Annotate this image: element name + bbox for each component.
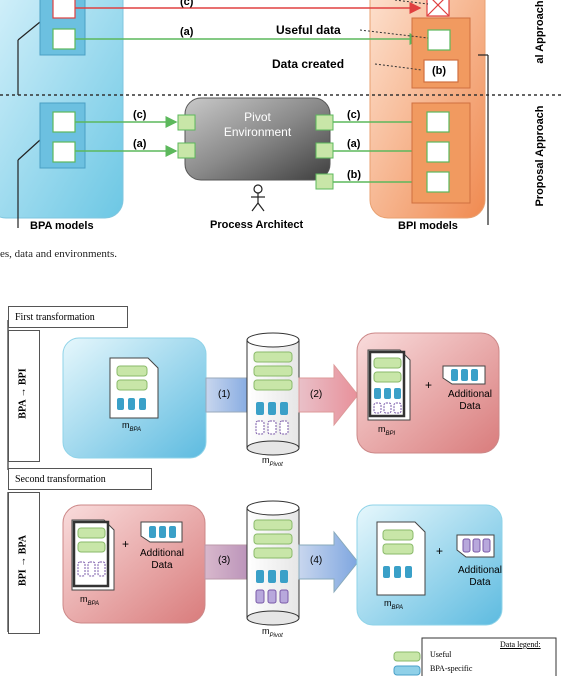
bpa-models-label: BPA models [30, 220, 94, 232]
label-c-top: (c) [180, 0, 194, 8]
bpa-to-bpi-label: BPA → BPI [17, 368, 29, 419]
step-2-label: (2) [310, 389, 323, 400]
label-b-right: (b) [347, 169, 362, 181]
step-1-label: (1) [218, 389, 231, 400]
step-3-label: (3) [218, 555, 231, 566]
process-architect-icon [251, 184, 265, 212]
proposal-approach-label: Proposal Approach [534, 105, 546, 207]
label-c-left: (c) [133, 109, 147, 121]
additional-data-label-1: Additional Data [448, 389, 492, 412]
legend-bpa-specific-label: BPA-specific [430, 664, 473, 673]
pivot-port-c-in [177, 114, 196, 131]
arrow-step-3 [204, 544, 254, 580]
additional-data-label-3: Additional Data [458, 565, 502, 588]
arrow-step-4 [298, 530, 359, 594]
first-transformation-tab: First transformation [8, 306, 128, 328]
legend-swatch-bpa-specific [393, 665, 421, 676]
label-a-right: (a) [347, 138, 361, 150]
bpi-created-box [423, 59, 459, 83]
legend-useful-label: Useful [430, 650, 452, 659]
pivot-port-a-in [177, 142, 196, 159]
label-a-left: (a) [133, 138, 147, 150]
m-bpa-label-3: mBPA [384, 598, 404, 611]
bpa-to-bpi-sidebar [8, 330, 40, 462]
bpi-crossed-box [426, 0, 450, 17]
bpi-box-b [426, 171, 450, 193]
second-transformation-tab: Second transformation [8, 468, 152, 490]
useful-data-label: Useful data [276, 23, 341, 37]
bpi-to-bpa-sidebar [8, 492, 40, 634]
step-4-label: (4) [310, 555, 323, 566]
label-a-top: (a) [180, 26, 194, 38]
pivot-port-a-out [315, 142, 334, 159]
m-bpa-label-2: mBPA [80, 594, 100, 607]
data-box-a-top [52, 28, 76, 50]
classical-approach-label: al Approach [534, 0, 546, 64]
data-box-c-bottom [52, 111, 76, 133]
plus-sign-3: + [436, 544, 444, 558]
caption-fragment: es, data and environments. [0, 248, 117, 260]
pivot-environment-box [184, 97, 331, 181]
bpi-models-label: BPI models [398, 220, 458, 232]
data-box-c-top [52, 0, 76, 19]
legend-swatch-useful [393, 651, 421, 662]
pivot-port-b-out [315, 173, 334, 190]
m-pivot-label-2: mPivot [262, 626, 283, 639]
label-c-right: (c) [347, 109, 361, 121]
bpi-box-a [426, 141, 450, 163]
process-architect-label: Process Architect [210, 219, 304, 231]
data-created-label: Data created [272, 57, 345, 71]
bpi-box-c [426, 111, 450, 133]
plus-sign-2: + [122, 537, 130, 551]
label-b-top: (b) [432, 65, 447, 77]
pivot-cylinder-2 [246, 500, 300, 626]
arrow-step-1 [205, 377, 255, 413]
data-legend-box [421, 637, 557, 676]
pivot-environment-label: Pivot Environment [223, 110, 292, 139]
bpi-useful-box [427, 29, 451, 51]
m-pivot-label-1: mPivot [262, 455, 283, 468]
m-bpi-label-1: mBPI [378, 424, 396, 437]
additional-data-label-2: Additional Data [140, 548, 184, 571]
legend-title: Data legend: [500, 640, 541, 649]
m-bpa-label-1: mBPA [122, 420, 142, 433]
bpi-to-bpa-label: BPI → BPA [17, 535, 29, 586]
pivot-cylinder-1 [246, 332, 300, 456]
plus-sign-1: + [425, 378, 433, 392]
data-box-a-bottom [52, 141, 76, 163]
arrow-step-2 [298, 363, 359, 427]
